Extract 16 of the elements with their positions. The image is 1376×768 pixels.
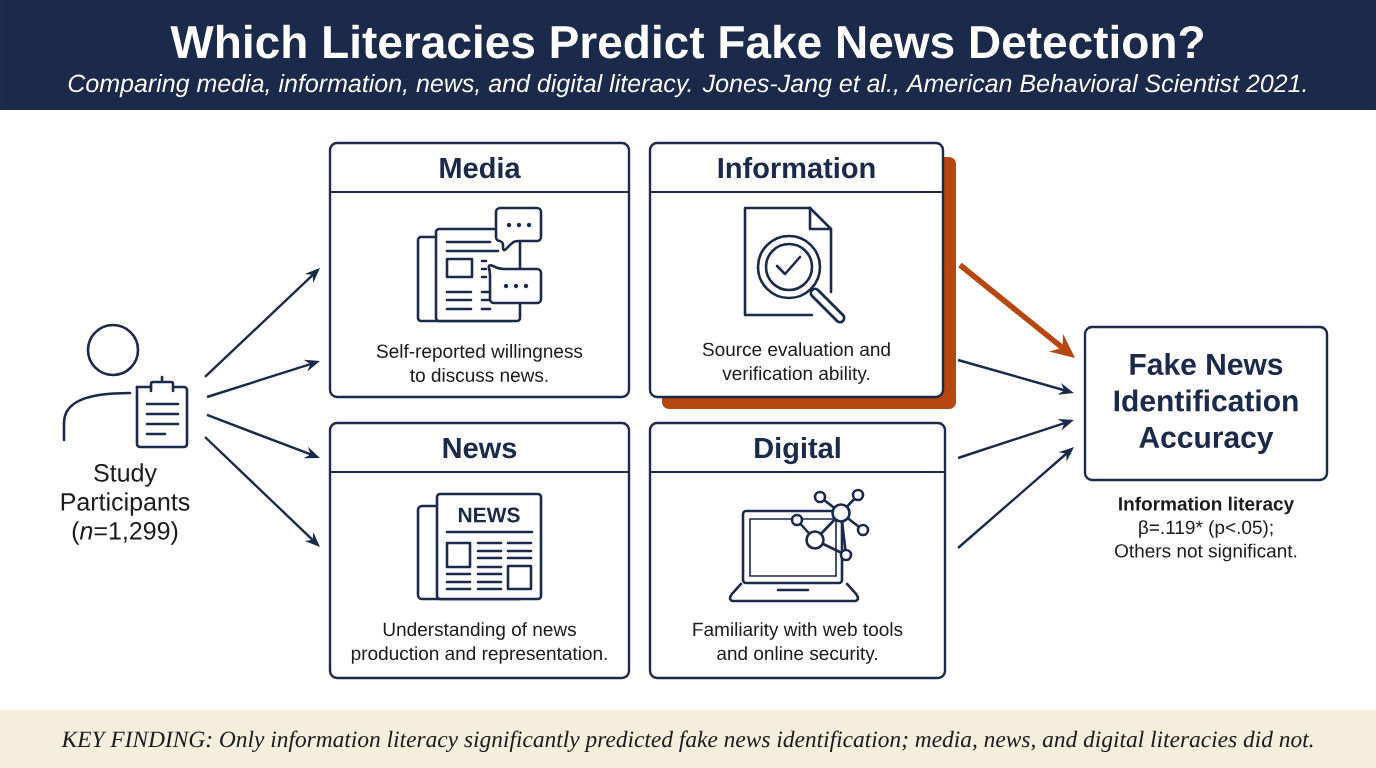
subtitle: Comparing media, information, news, and digital literacy. Jones-Jang et al., American Behavioral Scientist 2021. — [68, 73, 1306, 98]
literacy-card — [328, 421, 631, 680]
card-heading: News — [443, 438, 517, 459]
participant-label: Study Participants (n=1,299) — [61, 463, 190, 545]
outcome-box: Fake News Identification Accuracy — [1083, 325, 1329, 482]
title: Which Literacies Predict Fake News Detection? — [170, 24, 1203, 59]
masthead-text: NEWS — [458, 507, 520, 523]
card-heading: Media — [440, 157, 521, 179]
literacy-card — [328, 141, 631, 399]
card-description: Understanding of news production and representation. — [351, 622, 607, 664]
card-description: Familiarity with web tools and online security. — [693, 622, 903, 664]
card-heading: Digital — [755, 437, 840, 465]
card-description: Self-reported willingness to discuss news. — [376, 344, 583, 382]
result-note: Information literacy β=.119* (p<.05); Others not significant. — [1115, 496, 1297, 562]
key-finding-text: KEY FINDING: Only information literacy significantly predicted fake news identification; media, news, and digital literacies did not. — [61, 730, 1313, 753]
literacy-card — [648, 421, 947, 680]
